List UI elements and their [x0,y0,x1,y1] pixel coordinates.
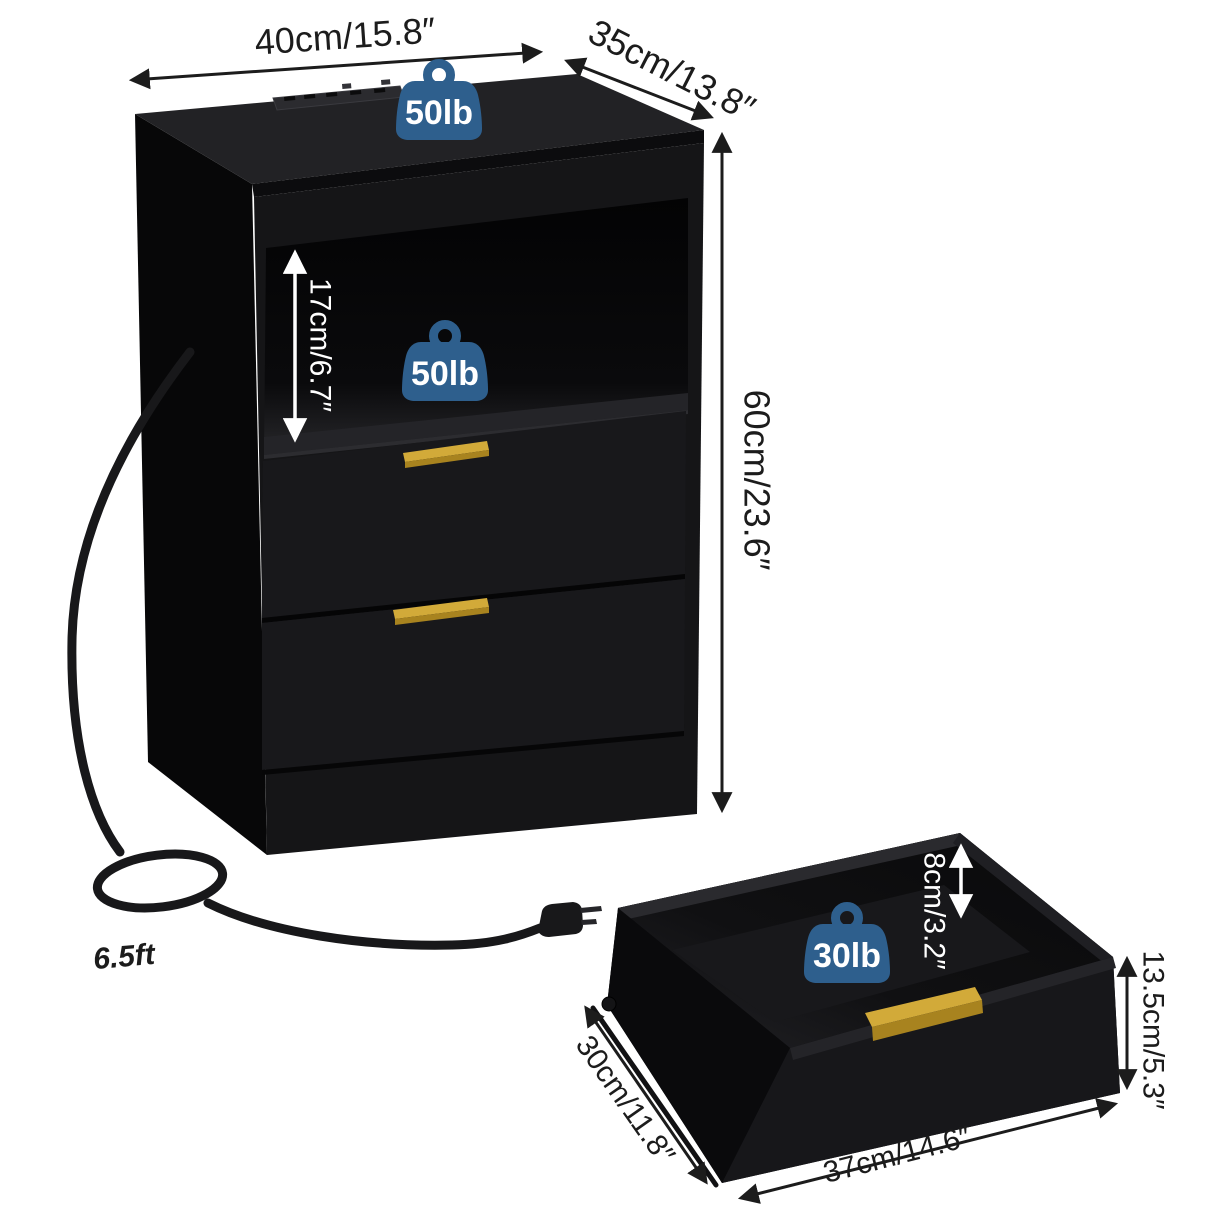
shelf-front-lip [264,410,688,459]
weight-badge-drawer-label: 30lb [813,937,881,975]
drawer-1-handle-front [405,450,489,468]
weight-badge-drawer: 30lb [804,902,890,983]
drawer-slide-rail-knob [601,996,617,1012]
dimension-shelf-height: 17cm/6.7″ [282,249,337,443]
drawer-2-front [262,579,685,770]
weight-badge-drawer-body [804,924,890,983]
dimension-cord-length: 6.5ft [92,938,158,976]
power-cord-lower [203,898,545,950]
drawer-rim-left-back [618,833,966,919]
weight-badge-top-label: 50lb [405,94,473,132]
weight-badge-shelf-body [402,342,488,401]
drawer-1-handle-top [403,441,489,462]
dimension-drawer-outer-height: 13.5cm/5.3″ [1116,950,1170,1110]
drawer-1-handle [403,441,489,468]
power-plug-body [538,902,583,937]
drawer-handle-front [872,1000,983,1041]
dimension-drawer-outer-height-label: 13.5cm/5.3″ [1137,950,1170,1109]
drawer-rim-right-back [953,833,1113,963]
dimension-cord-length-label: 6.5ft [92,938,158,976]
drawer-handle-top [865,987,982,1027]
power-plug [538,902,602,937]
shelf-opening [264,198,688,455]
dimension-top-width-arrow [128,42,544,90]
dimension-top-depth-arrow [564,57,714,121]
charging-station-outlets [283,88,386,101]
dimension-shelf-height-label: 17cm/6.7″ [304,278,337,412]
power-plug-prong-bottom [581,919,597,925]
weight-badge-top-body [396,81,482,140]
drawer-2-handle-top [393,598,489,619]
drawer-2-handle [393,598,489,625]
power-cord-loop [92,849,228,913]
dimension-height-label: 60cm/23.6″ [737,390,778,571]
dimension-top-width: 40cm/15.8″ [128,9,544,90]
drawer-2-handle-front [395,607,489,625]
power-plug-prong-top [580,906,602,913]
dimension-drawer-width-arrow [737,1098,1119,1204]
nightstand [135,74,704,855]
base-groove-line [262,731,684,775]
dimension-top-width-label: 40cm/15.8″ [253,9,437,63]
weight-badge-top: 50lb [396,59,482,140]
weight-badges: 50lb 50lb 30lb [396,59,890,983]
power-cord [67,347,602,950]
dimension-drawer-inner-height: 8cm/3.2″ [918,843,974,970]
weight-badge-shelf-label: 50lb [411,355,479,393]
weight-badge-shelf: 50lb [402,320,488,401]
nightstand-top-edge [252,130,704,197]
drawer-divider-line [262,574,685,623]
shelf-floor [264,393,688,455]
power-cord-upper [67,347,195,857]
dimension-drawer-depth-arrow [584,1005,708,1185]
dimension-height: 60cm/23.6″ [711,131,778,814]
dimension-drawer-inner-height-label: 8cm/3.2″ [918,852,951,970]
drawer-1-front [262,411,686,618]
nightstand-left-panel [135,114,267,855]
drawer-handle [865,987,983,1041]
